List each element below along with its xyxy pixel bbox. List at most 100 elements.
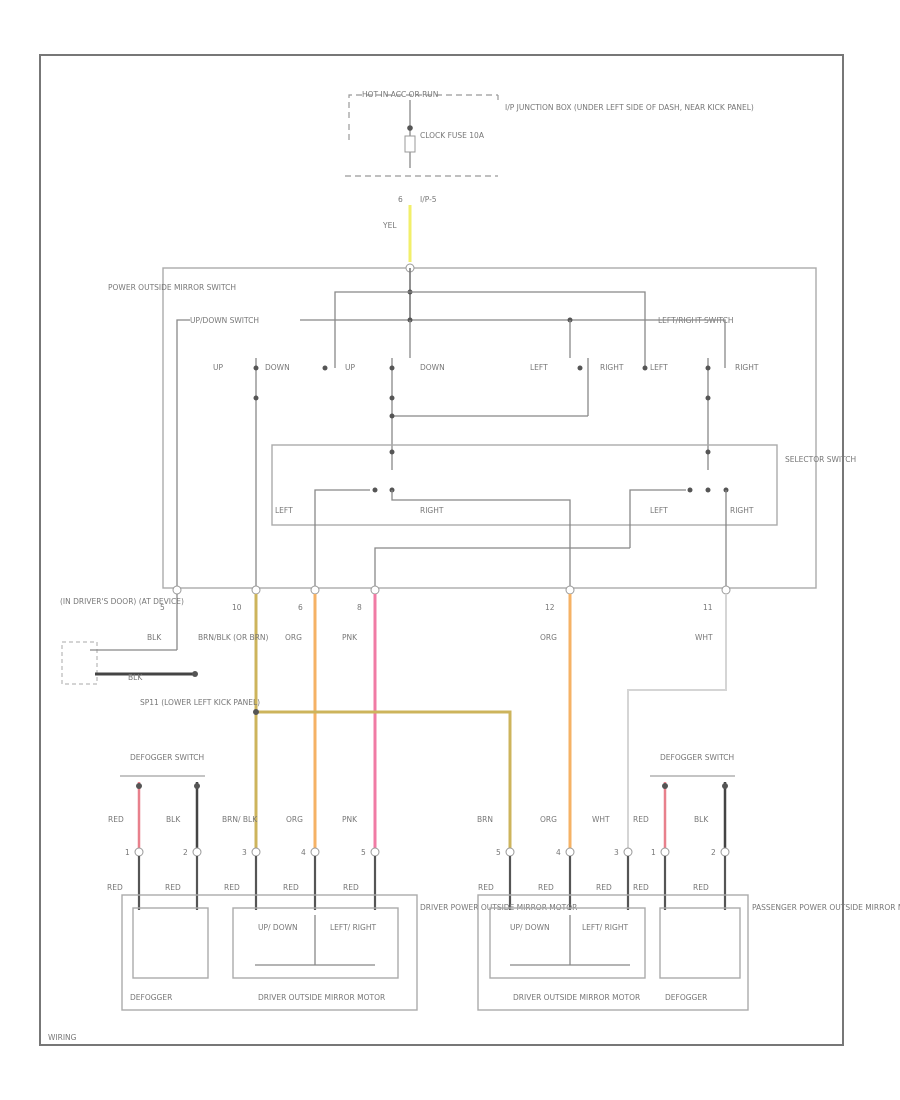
ground-wire-color: BLK [128,673,143,682]
pin-10: 10 [232,603,242,612]
defogger-switch-label-left: DEFOGGER SWITCH [130,753,204,762]
wire-org-2: ORG [540,633,557,642]
lower-wire-4: ORG [286,815,303,824]
selector-right-1: RIGHT [420,506,444,515]
driver-outside-motor-label: DRIVER OUTSIDE MIRROR MOTOR [258,993,385,1002]
right-label-2: RIGHT [735,363,759,372]
motor-wire-color: RED [165,883,181,892]
power-switch-label: POWER OUTSIDE MIRROR SWITCH [108,283,236,292]
ground-location: (IN DRIVER'S DOOR) (AT DEVICE) [60,597,184,606]
splice-label: SP11 (LOWER LEFT KICK PANEL) [140,698,260,707]
passenger-leftright-motor: LEFT/ RIGHT [582,923,628,932]
lower-pin-number: 3 [614,848,619,857]
motor-wire-color: RED [596,883,612,892]
motor-wire-color: RED [224,883,240,892]
motor-wire-color: RED [633,883,649,892]
motor-wire-color: RED [693,883,709,892]
driver-defogger-label: DEFOGGER [130,993,172,1002]
wire-brn-blk: BRN/BLK (OR BRN) [198,633,269,642]
lower-pin-number: 5 [496,848,501,857]
wire-org-1: ORG [285,633,302,642]
right-label-1: RIGHT [600,363,624,372]
defogger-switch-right: DEFOGGER SWITCH [650,753,735,850]
up-label-1: UP [213,363,223,372]
motor-wire-color: RED [343,883,359,892]
motor-wire-color: RED [478,883,494,892]
updown-switch-label: UP/DOWN SWITCH [190,316,259,325]
down-label-1: DOWN [265,363,290,372]
switch-connector-terminals: 5 10 6 8 12 11 [160,585,731,612]
lower-pin-number: 1 [125,848,130,857]
connector-ref: I/P-5 [420,195,437,204]
lower-terminal [623,847,633,857]
lower-pin-number: 2 [711,848,716,857]
lower-pin-number: 5 [361,848,366,857]
fuse-name: CLOCK FUSE 10A [420,131,485,140]
motor-wire-color: RED [283,883,299,892]
selector-left-2: LEFT [650,506,668,515]
lower-wire-6: BRN [477,815,493,824]
lower-terminal [370,847,380,857]
lower-wire-5: PNK [342,815,358,824]
passenger-defogger-label: DEFOGGER [665,993,707,1002]
diagram-frame [39,54,844,1046]
up-label-2: UP [345,363,355,372]
selector-right-2: RIGHT [730,506,754,515]
lower-pin-number: 4 [301,848,306,857]
passenger-motor-assembly: UP/ DOWN LEFT/ RIGHT DEFOGGER DRIVER OUT… [477,894,900,1011]
white-wire [627,594,727,850]
pin-12: 12 [545,603,555,612]
junction-box-label: I/P JUNCTION BOX (UNDER LEFT SIDE OF DAS… [505,103,754,112]
left-label-2: LEFT [650,363,668,372]
pin-8: 8 [357,603,362,612]
lower-terminal [192,847,202,857]
selector-switch-label: SELECTOR SWITCH [785,455,856,464]
lower-wire-10: BLK [694,815,709,824]
lower-pin-number: 4 [556,848,561,857]
brown-splice-wire [256,710,512,850]
lower-wire-7: ORG [540,815,557,824]
lower-pin-number: 1 [651,848,656,857]
mirror-switch-assembly: POWER OUTSIDE MIRROR SWITCH UP/DOWN SWIT… [108,263,856,590]
passenger-motor-group-label: PASSENGER POWER OUTSIDE MIRROR MOTOR [752,903,900,912]
lower-wire-3: BRN/ BLK [222,815,258,824]
pin-5: 5 [160,603,165,612]
driver-motor-assembly: UP/ DOWN LEFT/ RIGHT DEFOGGER DRIVER OUT… [121,894,577,1011]
lower-terminal [310,847,320,857]
driver-leftright-motor: LEFT/ RIGHT [330,923,376,932]
wire-harness: BLK BRN/BLK (OR BRN) ORG PNK ORG WHT (IN… [60,594,727,850]
selector-left-1: LEFT [275,506,293,515]
figure-id: WIRING [48,1033,77,1042]
motor-wire-color: RED [107,883,123,892]
lower-wire-9: RED [633,815,649,824]
lower-connector: RED BLK BRN/ BLK ORG PNK BRN ORG WHT RED… [107,815,730,910]
wire-blk: BLK [147,633,162,642]
wire-pnk: PNK [342,633,358,642]
power-label: HOT IN ACC OR RUN [362,90,438,99]
motor-wire-color: RED [538,883,554,892]
defogger-switch-label-right: DEFOGGER SWITCH [660,753,734,762]
passenger-outside-motor-label: DRIVER OUTSIDE MIRROR MOTOR [513,993,640,1002]
lower-wire-1: RED [108,815,124,824]
lower-wire-8: WHT [592,815,610,824]
lower-terminal [505,847,515,857]
lower-pin-number: 3 [242,848,247,857]
down-label-2: DOWN [420,363,445,372]
feed-wire-color: YEL [382,221,397,230]
driver-updown-motor: UP/ DOWN [258,923,298,932]
pin-6: 6 [298,603,303,612]
lower-pin-number: 2 [183,848,188,857]
lower-terminal [565,847,575,857]
lower-terminal [660,847,670,857]
passenger-updown-motor: UP/ DOWN [510,923,550,932]
lower-terminal [134,847,144,857]
pin-11: 11 [703,603,713,612]
lower-wire-2: BLK [166,815,181,824]
left-label-1: LEFT [530,363,548,372]
defogger-switch-left: DEFOGGER SWITCH [120,753,205,850]
connector-pin: 6 [398,195,403,204]
lower-terminal [720,847,730,857]
wire-wht: WHT [695,633,713,642]
lower-terminal [251,847,261,857]
